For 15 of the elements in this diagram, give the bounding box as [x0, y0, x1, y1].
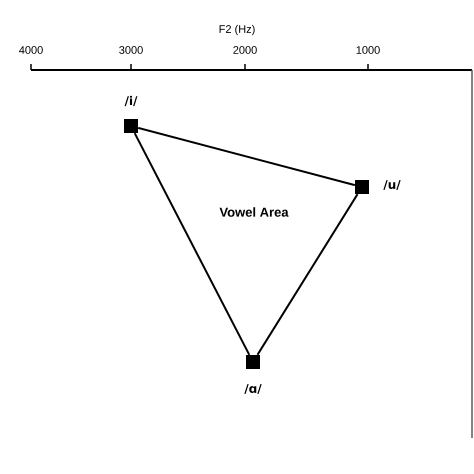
vowel-label: /u/ — [383, 180, 401, 190]
tick-label: 2000 — [233, 46, 257, 54]
tick-label: 1000 — [356, 46, 380, 54]
tick-label: 4000 — [19, 46, 43, 54]
square-marker — [355, 180, 369, 194]
line — [138, 126, 356, 186]
area-label: Vowel Area — [220, 207, 289, 217]
tick-label: 3000 — [119, 46, 143, 54]
axis-title: F2 (Hz) — [220, 24, 255, 36]
line — [134, 132, 250, 356]
square-marker — [246, 355, 260, 369]
square-marker — [124, 119, 138, 133]
vowel-label: /i/ — [124, 96, 138, 106]
line — [256, 194, 358, 356]
vowel-label: /ɑ/ — [244, 384, 262, 394]
